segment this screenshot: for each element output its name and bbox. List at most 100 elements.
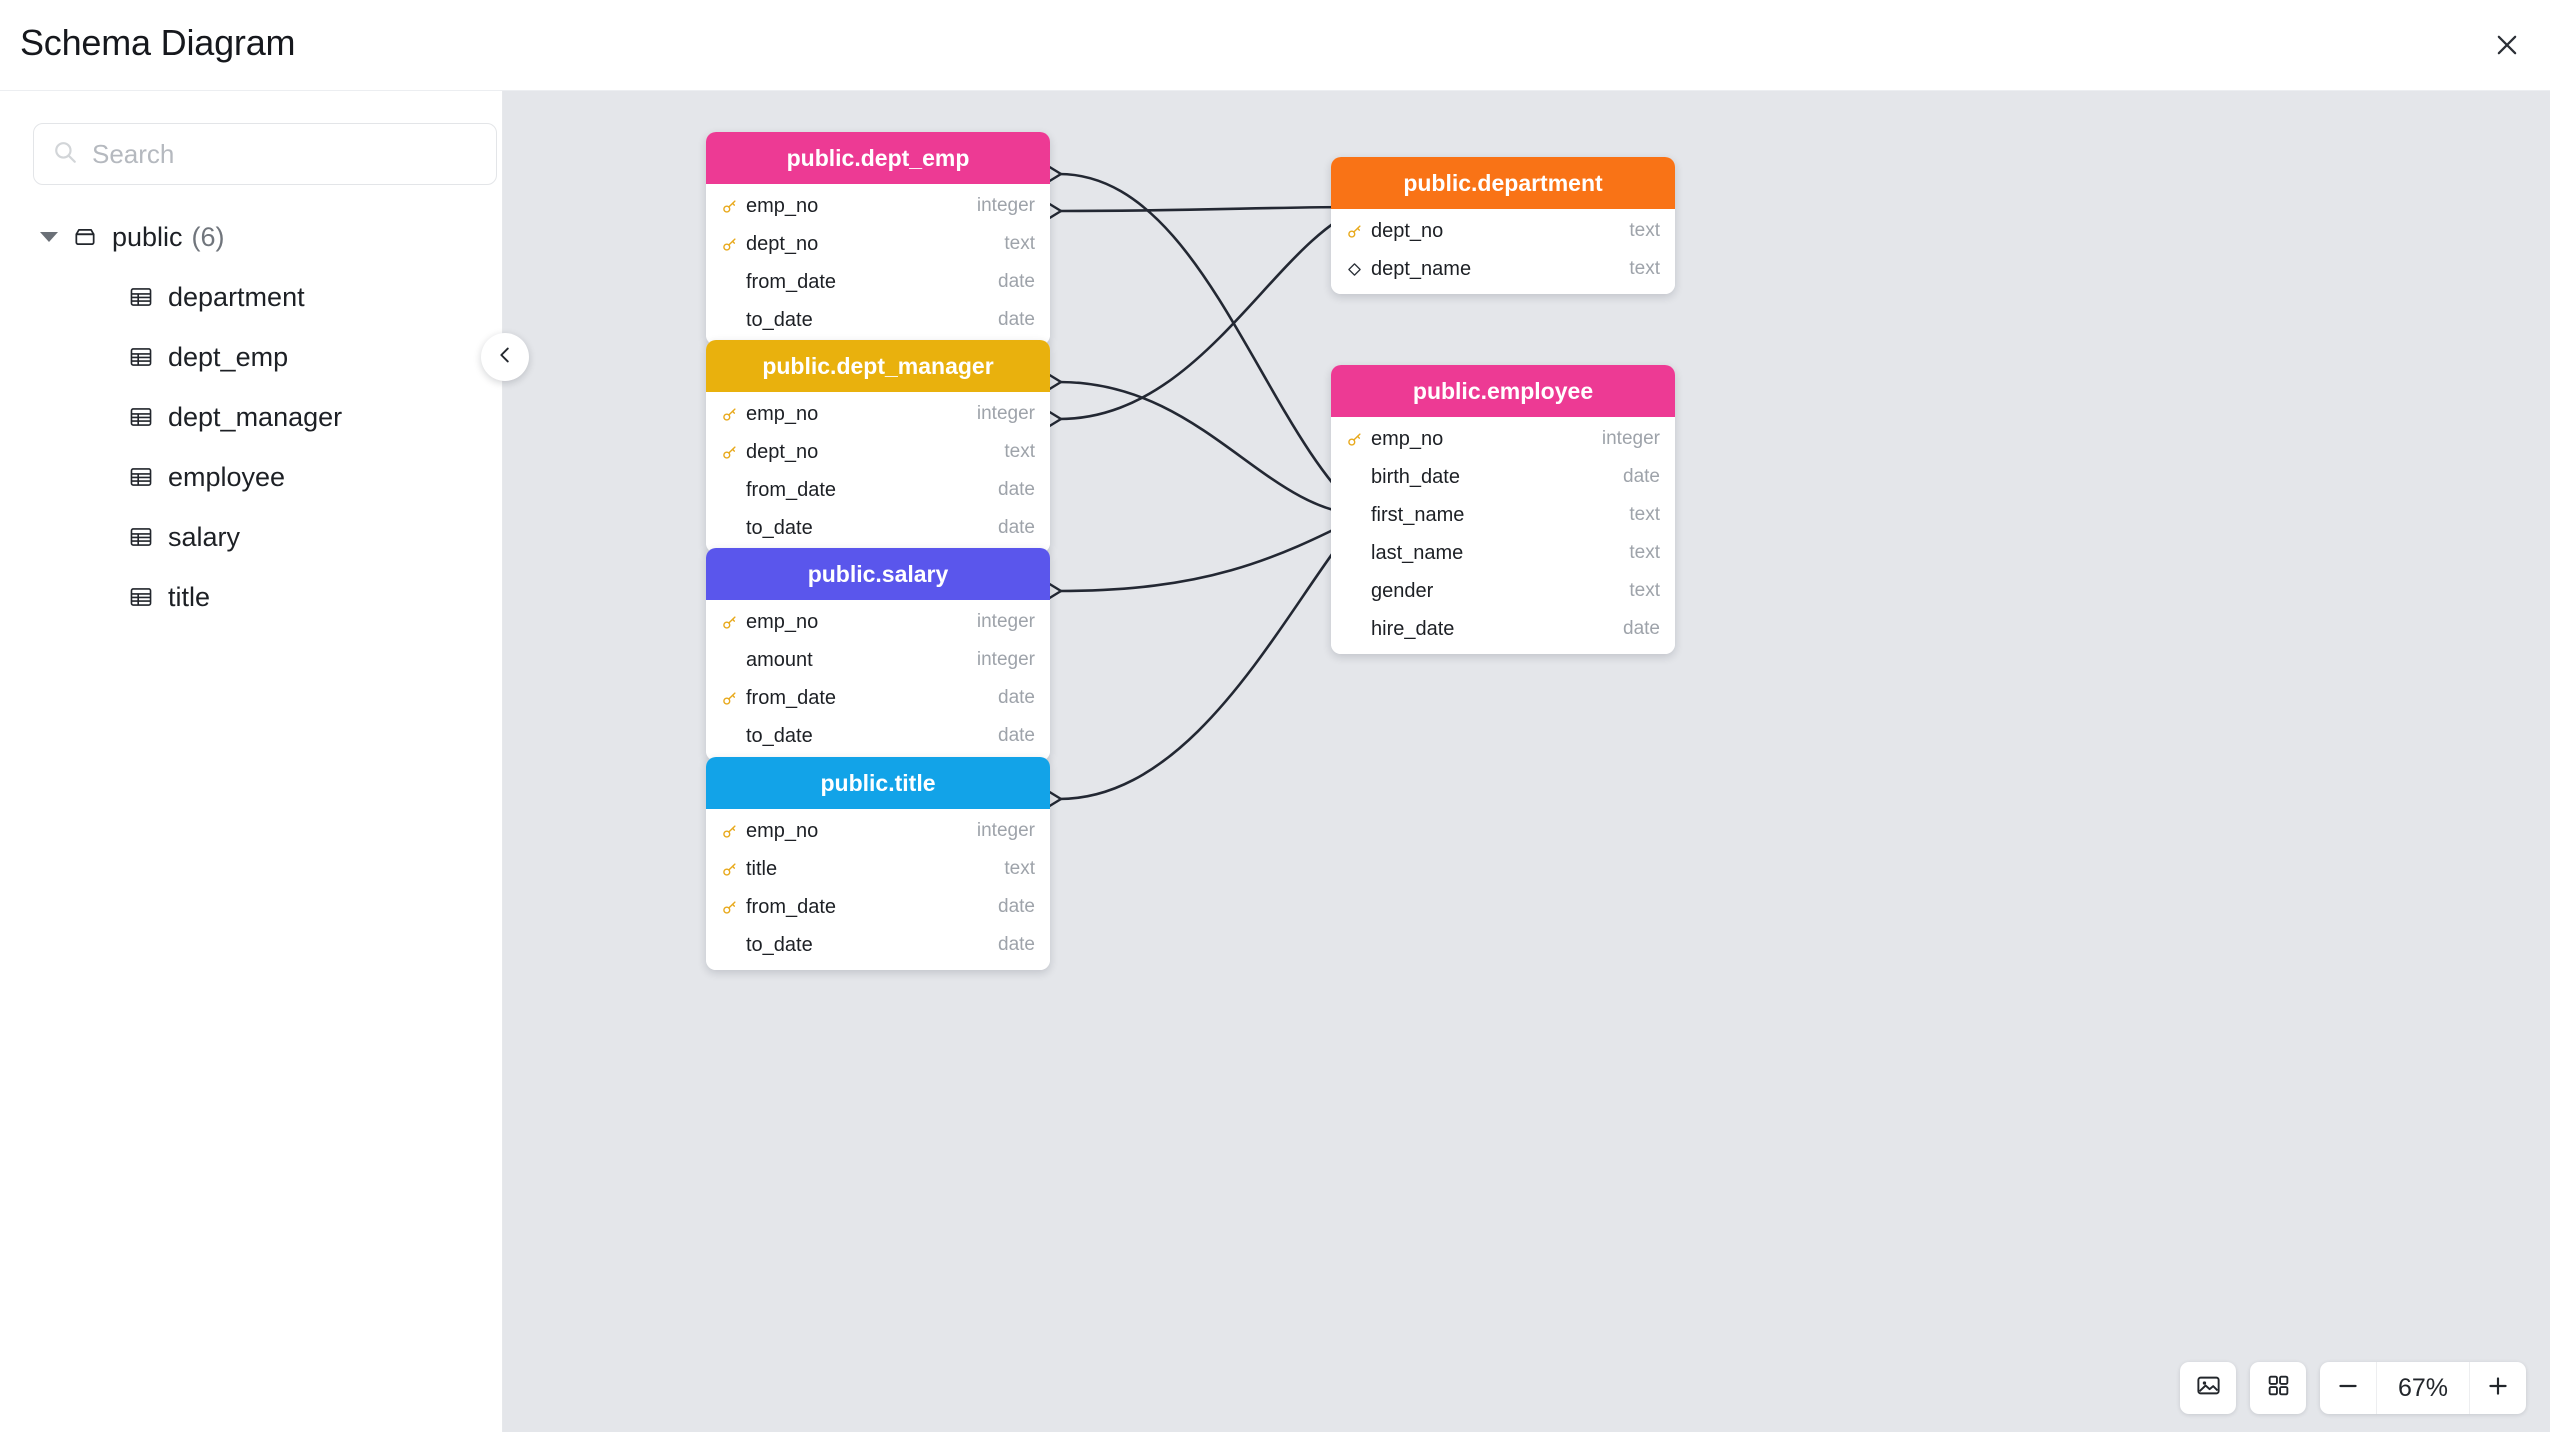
key-icon bbox=[718, 614, 740, 631]
table-icon bbox=[128, 584, 154, 610]
field-name: first_name bbox=[1371, 503, 1465, 526]
sidebar-item-dept_manager[interactable]: dept_manager bbox=[0, 387, 503, 447]
grid-layout-icon bbox=[2266, 1373, 2291, 1403]
edge-title-employee bbox=[1058, 514, 1364, 801]
zoom-in-button[interactable] bbox=[2470, 1362, 2526, 1414]
table-field-to_date[interactable]: to_date date bbox=[706, 301, 1050, 339]
table-field-title[interactable]: title text bbox=[706, 850, 1050, 888]
field-type: text bbox=[1629, 580, 1660, 601]
zoom-out-button[interactable] bbox=[2320, 1362, 2376, 1414]
table-node-header[interactable]: public.title bbox=[706, 757, 1050, 809]
field-name: emp_no bbox=[746, 610, 819, 633]
tree-node-public[interactable]: public (6) bbox=[0, 207, 503, 267]
table-field-gender[interactable]: gender text bbox=[1331, 572, 1675, 610]
close-button[interactable] bbox=[2484, 22, 2530, 68]
field-type: integer bbox=[976, 820, 1035, 841]
key-icon bbox=[718, 444, 740, 461]
export-image-button[interactable] bbox=[2180, 1362, 2236, 1414]
field-name: from_date bbox=[746, 270, 837, 293]
field-type: integer bbox=[976, 195, 1035, 216]
field-type: date bbox=[998, 934, 1035, 955]
field-name: dept_no bbox=[746, 440, 819, 463]
field-name: gender bbox=[1371, 579, 1434, 602]
sidebar-item-employee[interactable]: employee bbox=[0, 447, 503, 507]
field-name: birth_date bbox=[1371, 465, 1460, 488]
chevron-down-icon[interactable] bbox=[40, 232, 58, 242]
sidebar-item-label: dept_manager bbox=[168, 401, 343, 432]
field-type: date bbox=[998, 309, 1035, 330]
sidebar-item-department[interactable]: department bbox=[0, 267, 503, 327]
table-node-header[interactable]: public.dept_manager bbox=[706, 340, 1050, 392]
key-icon bbox=[1343, 431, 1365, 448]
field-name: dept_no bbox=[746, 232, 819, 255]
sidebar-item-salary[interactable]: salary bbox=[0, 507, 503, 567]
field-type: date bbox=[998, 517, 1035, 538]
field-name: title bbox=[746, 857, 778, 880]
field-type: text bbox=[1004, 858, 1035, 879]
field-name: emp_no bbox=[746, 194, 819, 217]
search-input[interactable] bbox=[92, 138, 478, 170]
table-node-header[interactable]: public.dept_emp bbox=[706, 132, 1050, 184]
field-name: emp_no bbox=[1371, 427, 1444, 450]
sidebar-collapse-button[interactable] bbox=[481, 333, 529, 381]
schema-name: public bbox=[112, 221, 183, 252]
table-field-emp_no[interactable]: emp_no integer bbox=[706, 187, 1050, 225]
table-icon bbox=[128, 404, 154, 430]
field-type: date bbox=[998, 479, 1035, 500]
table-node-header[interactable]: public.salary bbox=[706, 548, 1050, 600]
auto-layout-button[interactable] bbox=[2250, 1362, 2306, 1414]
chevron-left-icon bbox=[494, 344, 516, 371]
sidebar-item-dept_emp[interactable]: dept_emp bbox=[0, 327, 503, 387]
field-type: date bbox=[1623, 618, 1660, 639]
table-node-header[interactable]: public.department bbox=[1331, 157, 1675, 209]
search-box[interactable] bbox=[33, 123, 497, 185]
sidebar-item-title[interactable]: title bbox=[0, 567, 503, 627]
table-field-emp_no[interactable]: emp_no integer bbox=[706, 603, 1050, 641]
table-icon bbox=[128, 284, 154, 310]
field-name: to_date bbox=[746, 308, 813, 331]
edge-salary-employee bbox=[1058, 513, 1364, 593]
zoom-level-label[interactable]: 67% bbox=[2376, 1362, 2470, 1414]
window-header: Schema Diagram bbox=[0, 0, 2550, 91]
table-node-header[interactable]: public.employee bbox=[1331, 365, 1675, 417]
sidebar-item-label: salary bbox=[168, 521, 241, 552]
key-icon bbox=[718, 861, 740, 878]
minus-icon bbox=[2335, 1373, 2361, 1404]
field-name: from_date bbox=[746, 686, 837, 709]
database-schema-icon bbox=[72, 224, 98, 250]
diamond-icon bbox=[1343, 262, 1365, 277]
field-type: integer bbox=[976, 611, 1035, 632]
edge-dept_emp-employee bbox=[1058, 172, 1364, 516]
